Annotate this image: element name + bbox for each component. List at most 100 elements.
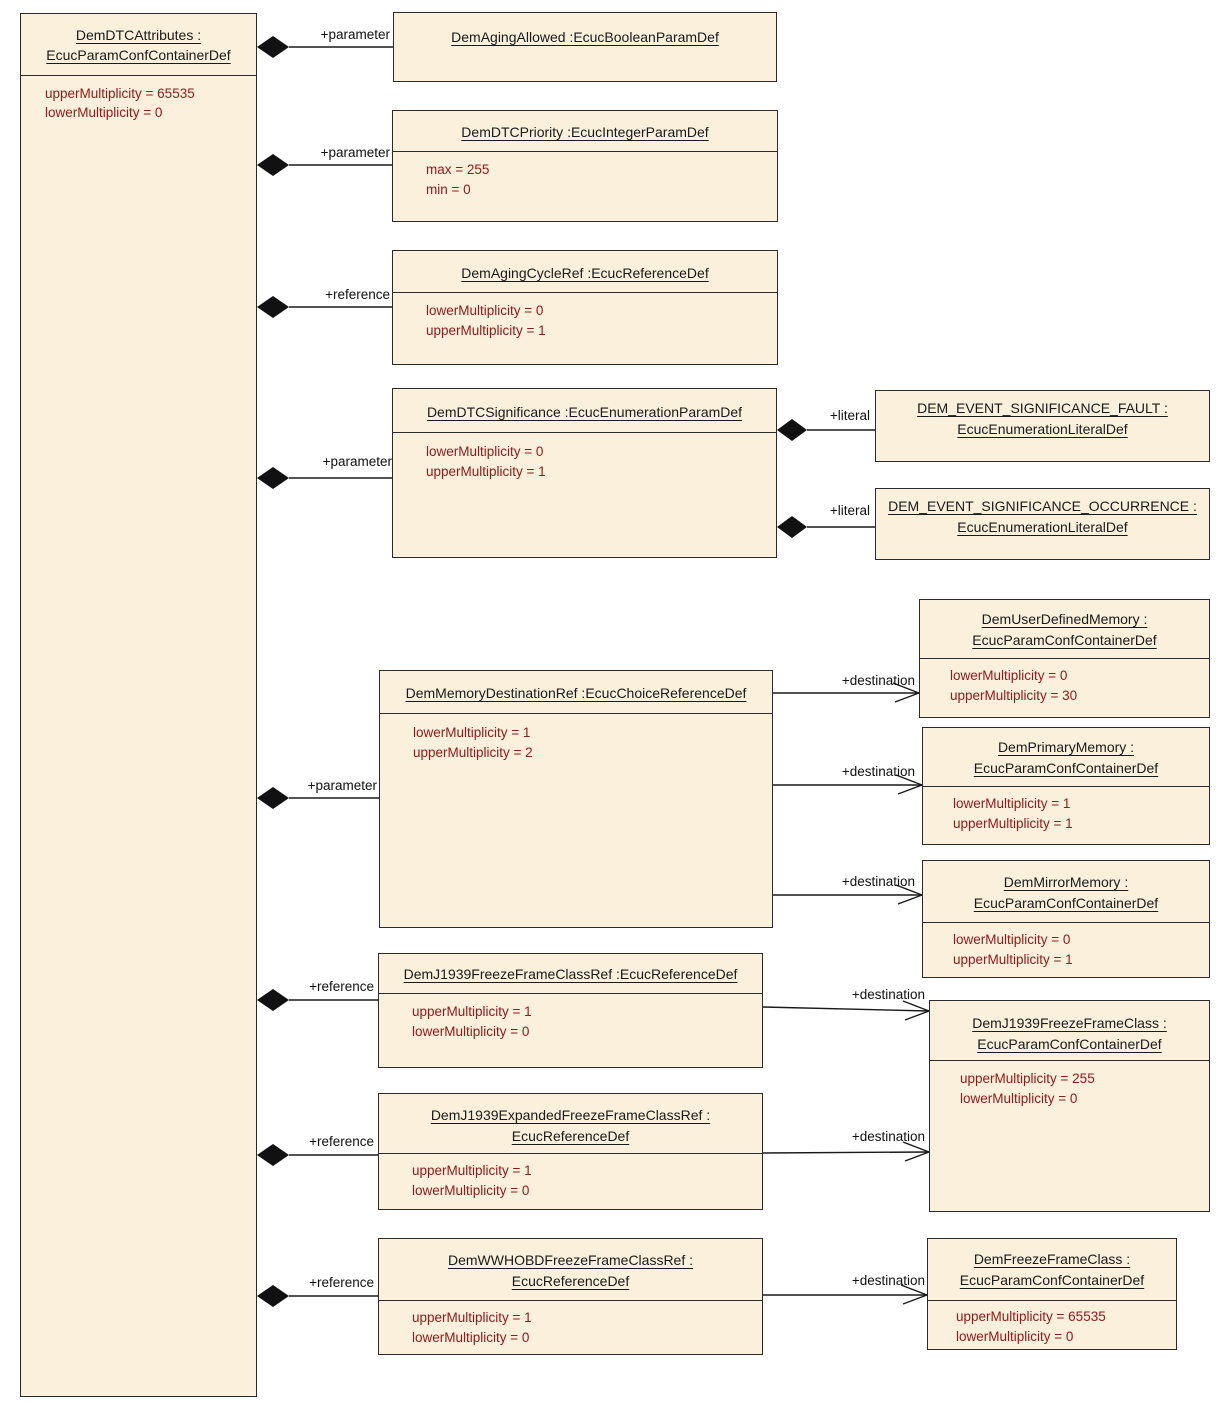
composition-diamond: [257, 989, 289, 1011]
connector-label-reference: +reference: [309, 1275, 374, 1290]
class-name-line: DemJ1939FreezeFrameClass :: [972, 1015, 1167, 1031]
class-box-dem-dtc-attributes: DemDTCAttributes : EcucParamConfContaine…: [20, 13, 257, 1397]
class-name-line: DemWWHOBDFreezeFrameClassRef :: [447, 1252, 694, 1268]
class-type-line: EcucEnumerationLiteralDef: [957, 519, 1128, 535]
connector-label-reference: +reference: [309, 979, 374, 994]
connector-label-destination: +destination: [852, 1273, 925, 1288]
connector-label-parameter: +parameter: [321, 27, 391, 42]
class-title: DemJ1939FreezeFrameClassRef :EcucReferen…: [379, 954, 762, 994]
class-title: DemUserDefinedMemory : EcucParamConfCont…: [920, 600, 1209, 659]
connector-label-destination: +destination: [842, 764, 915, 779]
attribute-line: lowerMultiplicity = 0: [956, 1329, 1074, 1344]
class-title: DemJ1939ExpandedFreezeFrameClassRef : Ec…: [379, 1094, 762, 1154]
connector-label-parameter: +parameter: [323, 454, 393, 469]
class-type-line: EcucReferenceDef: [511, 1273, 630, 1289]
connector-label-literal: +literal: [830, 408, 870, 423]
class-box-dem-aging-allowed: DemAgingAllowed :EcucBooleanParamDef: [393, 12, 777, 82]
class-name-line: DemAgingAllowed :EcucBooleanParamDef: [451, 29, 719, 45]
class-title: DemAgingCycleRef :EcucReferenceDef: [393, 251, 777, 293]
attribute-line: lowerMultiplicity = 0: [953, 932, 1071, 947]
class-box-dem-user-defined-memory: DemUserDefinedMemory : EcucParamConfCont…: [919, 599, 1210, 718]
class-box-dem-freeze-frame-class: DemFreezeFrameClass : EcucParamConfConta…: [927, 1238, 1177, 1350]
class-name-line: DemDTCAttributes :: [75, 27, 202, 43]
connector-label-destination: +destination: [852, 1129, 925, 1144]
class-title: DEM_EVENT_SIGNIFICANCE_FAULT : EcucEnume…: [876, 391, 1209, 440]
class-box-literal-fault: DEM_EVENT_SIGNIFICANCE_FAULT : EcucEnume…: [875, 390, 1210, 462]
attribute-line: upperMultiplicity = 1: [426, 464, 546, 479]
class-name-line: DemDTCPriority :EcucIntegerParamDef: [461, 124, 709, 140]
connector-label-destination: +destination: [852, 987, 925, 1002]
class-name-line: DemMemoryDestinationRef :EcucChoiceRefer…: [405, 685, 747, 701]
connector-label-reference: +reference: [325, 287, 390, 302]
destination-arrow: [895, 884, 923, 905]
class-box-dem-j1939-freeze-frame-class-ref: DemJ1939FreezeFrameClassRef :EcucReferen…: [378, 953, 763, 1068]
attribute-line: lowerMultiplicity = 0: [412, 1183, 530, 1198]
class-box-dem-primary-memory: DemPrimaryMemory : EcucParamConfContaine…: [922, 727, 1210, 845]
destination-arrow: [895, 774, 923, 795]
class-box-dem-dtc-significance: DemDTCSignificance :EcucEnumerationParam…: [392, 388, 777, 558]
class-name-line: DemUserDefinedMemory :: [981, 611, 1148, 627]
connector-label-destination: +destination: [842, 673, 915, 688]
attribute-line: upperMultiplicity = 30: [950, 688, 1078, 703]
attribute-line: lowerMultiplicity = 1: [413, 725, 531, 740]
connector-label-destination: +destination: [842, 874, 915, 889]
attribute-line: lowerMultiplicity = 0: [45, 105, 163, 120]
class-box-dem-j1939-freeze-frame-class: DemJ1939FreezeFrameClass : EcucParamConf…: [929, 1000, 1210, 1212]
attribute-line: lowerMultiplicity = 0: [412, 1024, 530, 1039]
class-title: DemJ1939FreezeFrameClass : EcucParamConf…: [930, 1001, 1209, 1061]
class-title: DemPrimaryMemory : EcucParamConfContaine…: [923, 728, 1209, 787]
class-type-line: EcucParamConfContainerDef: [959, 1272, 1145, 1288]
composition-diamond: [257, 787, 289, 809]
class-type-line: EcucParamConfContainerDef: [972, 632, 1157, 648]
composition-diamond: [257, 467, 289, 489]
class-name-line: DEM_EVENT_SIGNIFICANCE_OCCURRENCE :: [888, 498, 1197, 514]
attribute-line: upperMultiplicity = 1: [426, 323, 546, 338]
composition-diamond: [777, 419, 807, 441]
connector-label-literal: +literal: [830, 503, 870, 518]
composition-diamond: [777, 516, 807, 538]
class-name-line: DemJ1939FreezeFrameClassRef :EcucReferen…: [403, 966, 738, 982]
attribute-line: upperMultiplicity = 65535: [45, 86, 195, 101]
class-box-dem-mirror-memory: DemMirrorMemory : EcucParamConfContainer…: [922, 860, 1210, 978]
class-name-line: DemMirrorMemory :: [1003, 874, 1129, 890]
composition-diamond: [257, 1285, 289, 1307]
connector-label-parameter: +parameter: [321, 145, 391, 160]
class-title: DemMemoryDestinationRef :EcucChoiceRefer…: [380, 671, 772, 714]
class-box-dem-memory-destination-ref: DemMemoryDestinationRef :EcucChoiceRefer…: [379, 670, 773, 928]
attribute-line: upperMultiplicity = 1: [412, 1163, 532, 1178]
connector-label-reference: +reference: [309, 1134, 374, 1149]
class-type-line: EcucParamConfContainerDef: [973, 760, 1159, 776]
class-box-dem-j1939-expanded-freeze-frame-class-ref: DemJ1939ExpandedFreezeFrameClassRef : Ec…: [378, 1093, 763, 1210]
class-title: DemAgingAllowed :EcucBooleanParamDef: [394, 13, 776, 47]
attribute-line: lowerMultiplicity = 0: [960, 1091, 1078, 1106]
class-type-line: EcucParamConfContainerDef: [977, 1036, 1162, 1052]
class-box-literal-occurrence: DEM_EVENT_SIGNIFICANCE_OCCURRENCE : Ecuc…: [875, 488, 1210, 560]
attribute-line: upperMultiplicity = 1: [953, 952, 1073, 967]
class-box-dem-wwhobd-freeze-frame-class-ref: DemWWHOBDFreezeFrameClassRef : EcucRefer…: [378, 1238, 763, 1355]
class-title: DemWWHOBDFreezeFrameClassRef : EcucRefer…: [379, 1239, 762, 1301]
class-name-line: DemAgingCycleRef :EcucReferenceDef: [461, 265, 709, 281]
connector-line: [762, 1006, 930, 1012]
destination-arrow: [902, 1141, 930, 1162]
attribute-line: lowerMultiplicity = 0: [950, 668, 1068, 683]
destination-arrow: [892, 682, 920, 703]
attribute-line: upperMultiplicity = 255: [960, 1071, 1095, 1086]
attribute-line: lowerMultiplicity = 0: [426, 303, 544, 318]
class-title: DemMirrorMemory : EcucParamConfContainer…: [923, 861, 1209, 923]
composition-diamond: [257, 36, 289, 58]
class-title: DemFreezeFrameClass : EcucParamConfConta…: [928, 1239, 1176, 1301]
attribute-line: lowerMultiplicity = 1: [953, 796, 1071, 811]
class-title: DemDTCSignificance :EcucEnumerationParam…: [393, 389, 776, 433]
class-box-dem-aging-cycle-ref: DemAgingCycleRef :EcucReferenceDef lower…: [392, 250, 778, 365]
attribute-line: upperMultiplicity = 65535: [956, 1309, 1106, 1324]
class-name-line: DemFreezeFrameClass :: [973, 1251, 1131, 1267]
composition-diamond: [257, 296, 289, 318]
class-box-dem-dtc-priority: DemDTCPriority :EcucIntegerParamDef max …: [392, 110, 778, 222]
attribute-line: lowerMultiplicity = 0: [412, 1330, 530, 1345]
class-type-line: EcucParamConfContainerDef: [46, 47, 231, 63]
class-name-line: DemDTCSignificance :EcucEnumerationParam…: [426, 404, 743, 420]
class-title: DEM_EVENT_SIGNIFICANCE_OCCURRENCE : Ecuc…: [876, 489, 1209, 538]
attribute-line: min = 0: [426, 182, 471, 197]
